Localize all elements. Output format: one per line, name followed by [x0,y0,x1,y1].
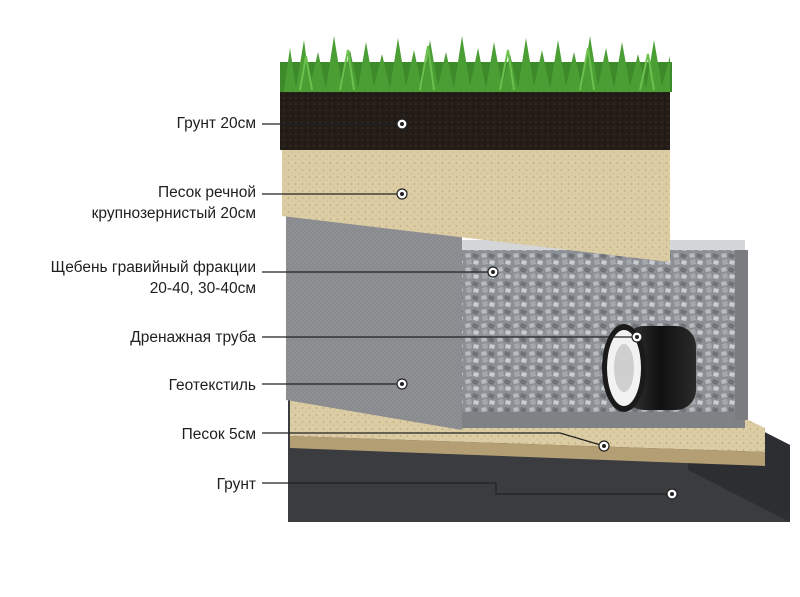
label-gravel-line-2: 20-40, 30-40см [149,280,256,297]
pointer-dot-coarse-sand [400,192,404,196]
label-geotextile-line-1: Геотекстиль [168,377,256,394]
label-coarse-sand: Песок речной крупнозернистый 20см [92,182,256,224]
pointer-dot-drain-pipe [635,335,639,339]
pointer-line-sand [262,432,605,447]
label-coarse-sand-line-2: крупнозернистый 20см [91,205,256,222]
pointer-dot-topsoil [400,122,404,126]
label-sand: Песок 5см [182,424,256,445]
label-geotextile: Геотекстиль [169,375,256,396]
coarse-sand-layer [282,140,670,262]
label-ground-line-1: Грунт [216,476,256,493]
label-gravel: Щебень гравийный фракции 20-40, 30-40см [51,257,256,299]
grass-layer [280,36,672,92]
pointer-dot-geotextile [400,382,404,386]
label-gravel-line-1: Щебень гравийный фракции [50,259,256,276]
label-topsoil-line-1: Грунт 20см [176,115,256,132]
pointer-line-ground [262,482,672,495]
label-sand-line-1: Песок 5см [181,426,256,443]
topsoil-layer [280,84,670,150]
pointer-dot-sand [602,444,606,448]
label-topsoil: Грунт 20см [177,113,256,134]
geotextile-layer [286,216,748,430]
callout-pointers [262,118,678,500]
label-drain-pipe-line-1: Дренажная труба [130,329,256,346]
label-ground: Грунт [217,474,256,495]
drain-pipe [602,324,696,412]
pointer-dot-ground [670,492,674,496]
label-coarse-sand-line-1: Песок речной [157,184,256,201]
label-drain-pipe: Дренажная труба [130,327,256,348]
pointer-dot-gravel [491,270,495,274]
